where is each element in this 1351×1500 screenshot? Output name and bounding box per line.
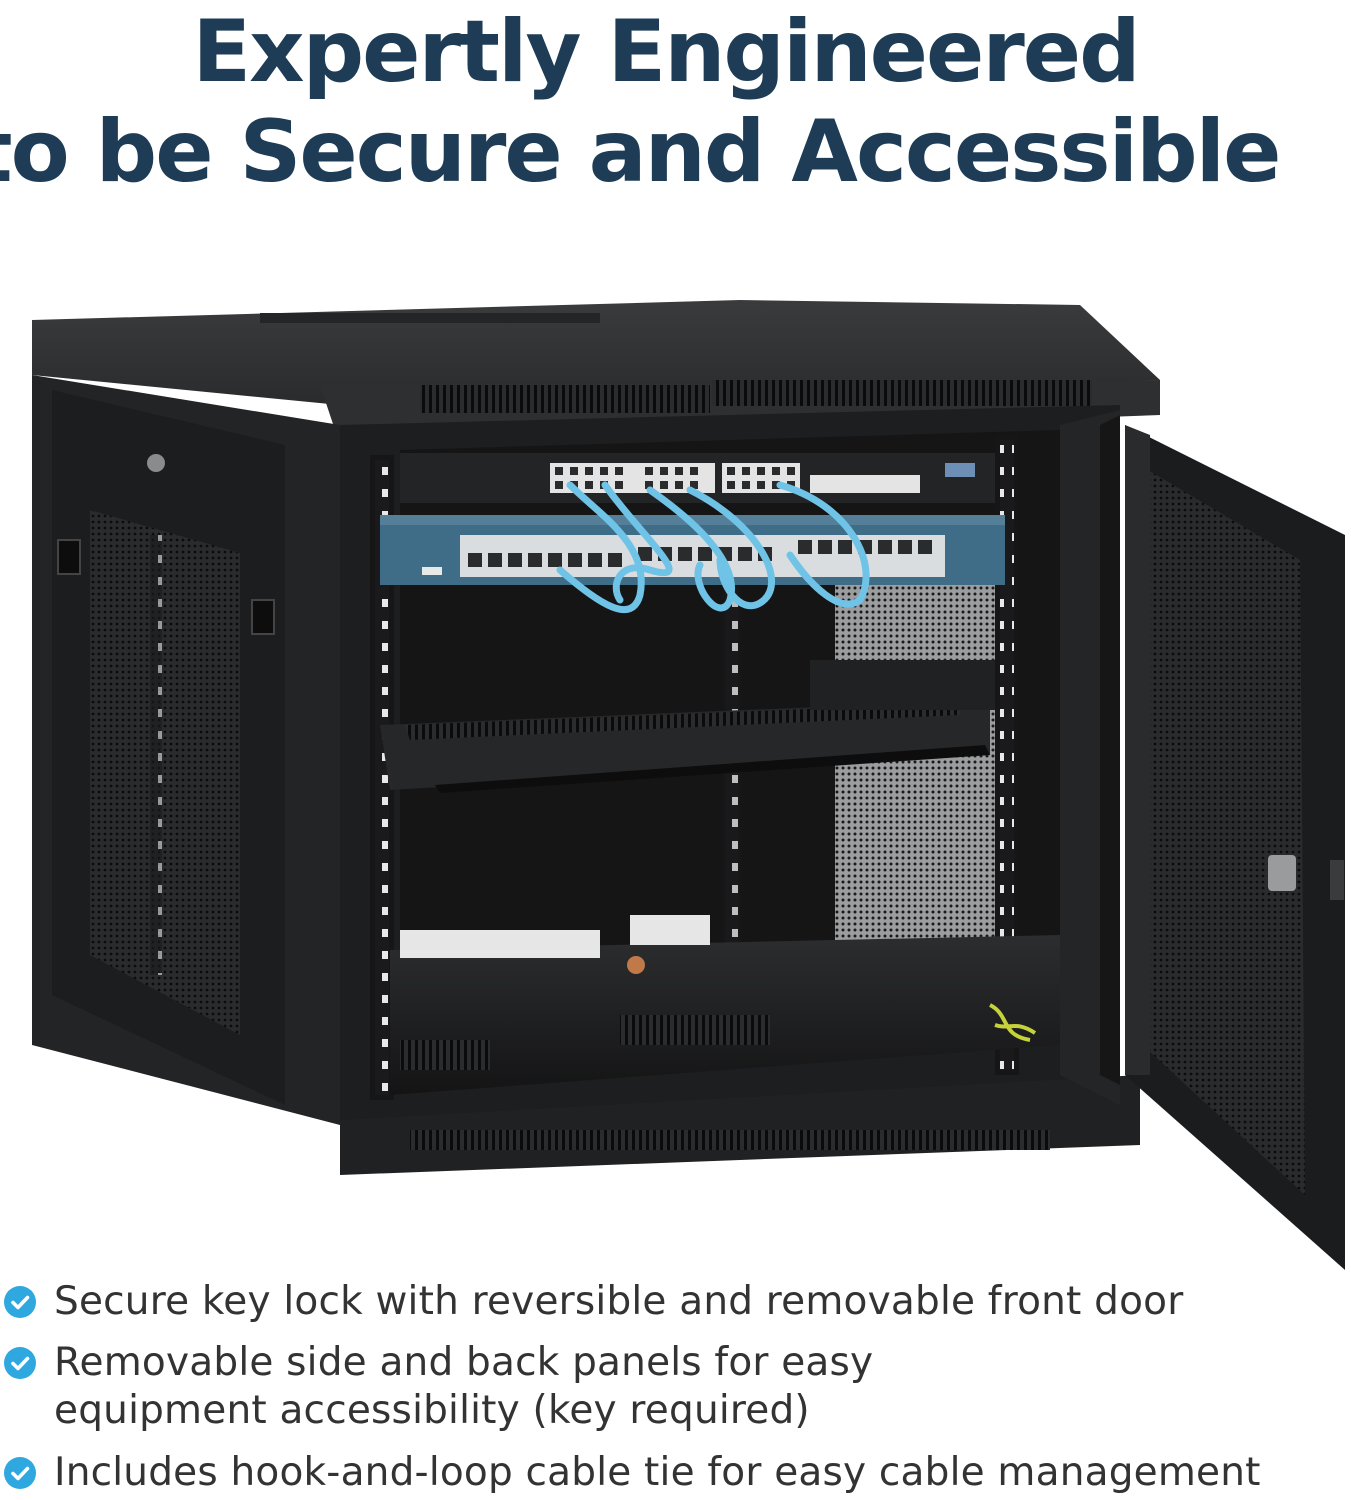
headline-line-1: Expertly Engineered — [192, 2, 1140, 102]
product-image — [0, 285, 1351, 1270]
headline-line-2: to be Secure and Accessible — [0, 102, 1281, 202]
rack-cabinet-icon — [32, 300, 1345, 1270]
feature-text: Removable side and back panels for easy … — [54, 1340, 874, 1433]
check-circle-icon — [4, 1457, 36, 1489]
headline: Expertly Engineered to be Secure and Acc… — [0, 0, 1351, 200]
feature-text: Secure key lock with reversible and remo… — [54, 1279, 1184, 1324]
check-circle-icon — [4, 1286, 36, 1318]
feature-text: Includes hook-and-loop cable tie for eas… — [54, 1450, 1261, 1495]
check-circle-icon — [4, 1347, 36, 1379]
